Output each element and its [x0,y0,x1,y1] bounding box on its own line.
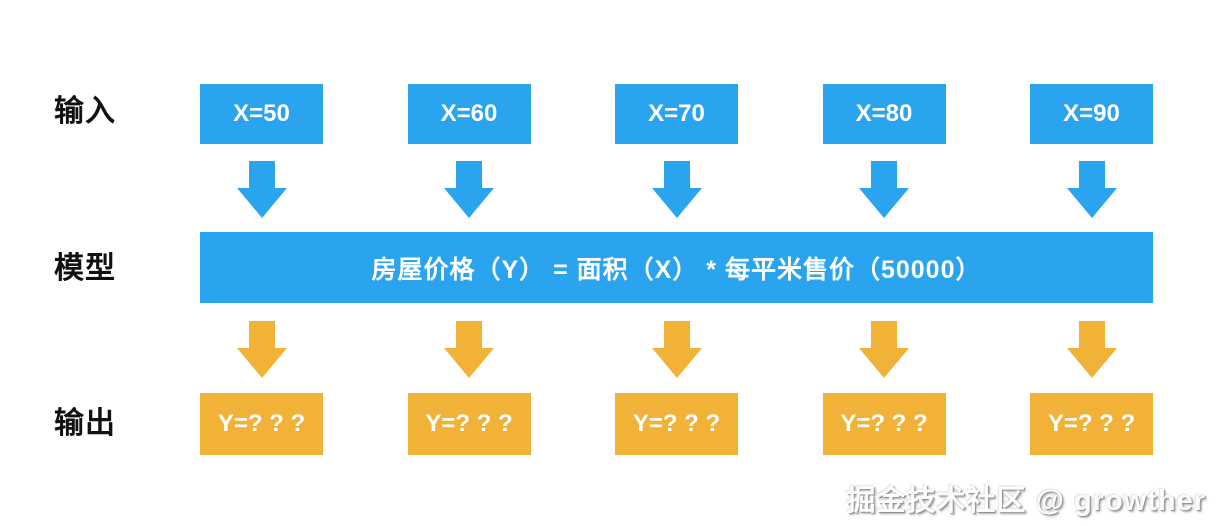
inputs-row: X=50 X=60 X=70 X=80 X=90 [200,84,1153,144]
watermark: 掘金技术社区 @ growther [846,485,1206,517]
down-arrow-icon [1030,161,1153,218]
down-arrow-icon [823,321,946,378]
down-arrow-icon [408,321,531,378]
down-arrow-icon [200,321,323,378]
model-formula-bar: 房屋价格（Y） = 面积（X） * 每平米售价（50000） [200,232,1153,303]
output-box: Y=? ? ? [200,393,323,455]
down-arrow-icon [408,161,531,218]
outputs-row: Y=? ? ? Y=? ? ? Y=? ? ? Y=? ? ? Y=? ? ? [200,393,1153,455]
down-arrow-icon [615,321,738,378]
output-box: Y=? ? ? [407,393,531,455]
row-label-output: 输出 [54,407,116,440]
down-arrow-icon [615,161,738,218]
output-box: Y=? ? ? [1030,393,1153,455]
input-box: X=70 [615,84,738,144]
row-label-model: 模型 [54,252,116,285]
input-box: X=90 [1030,84,1153,144]
output-box: Y=? ? ? [822,393,946,455]
input-box: X=50 [200,84,323,144]
row-label-input: 输入 [54,95,116,128]
input-box: X=80 [822,84,946,144]
down-arrow-icon [200,161,323,218]
output-arrows-row [200,321,1153,378]
output-box: Y=? ? ? [615,393,738,455]
down-arrow-icon [1030,321,1153,378]
down-arrow-icon [823,161,946,218]
input-arrows-row [200,161,1153,218]
input-box: X=60 [407,84,531,144]
